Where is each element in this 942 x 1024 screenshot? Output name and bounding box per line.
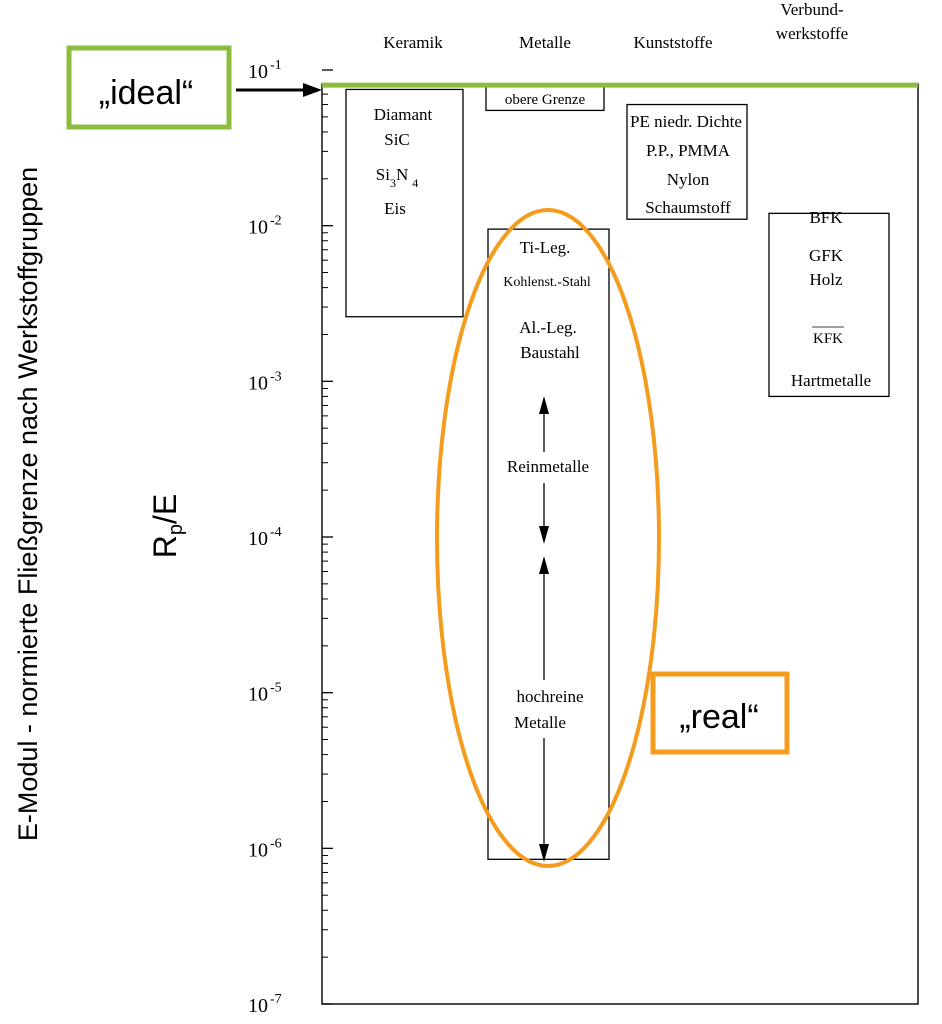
label-holz: Holz [809, 270, 843, 289]
formula-si: Si [376, 165, 390, 184]
label-al-leg: Al.-Leg. [519, 318, 577, 337]
range-box-metalle [487, 228, 610, 860]
category-label-metalle: Metalle [519, 33, 571, 52]
category-label-keramik: Keramik [383, 33, 443, 52]
label-pe-niedr-dichte: PE niedr. Dichte [630, 112, 742, 131]
category-label-kunststoffe: Kunststoffe [633, 33, 712, 52]
label-hartmetalle: Hartmetalle [791, 371, 871, 390]
label-schaumstoff: Schaumstoff [645, 198, 731, 217]
y-tick-label: 10-7 [248, 992, 282, 1017]
label-eis: Eis [384, 199, 406, 218]
label-kohlenst-stahl: Kohlenst.-Stahl [503, 275, 591, 290]
label-sic: SiC [384, 130, 410, 149]
label-bfk: BFK [809, 208, 843, 227]
y-tick-exponent: -7 [270, 992, 282, 1007]
formula-si-sub: 3 [390, 176, 396, 190]
y-tick-exponent: -6 [270, 836, 282, 851]
y-tick-label: 10-5 [248, 681, 282, 706]
y-tick-base: 10 [248, 217, 268, 239]
y-tick-base: 10 [248, 528, 268, 550]
y-axis-ticks [322, 69, 333, 1005]
ylabel-suffix: /E [147, 494, 183, 524]
label-metalle-unten: Metalle [514, 713, 566, 732]
real-label-box [650, 671, 790, 755]
formula-n-sub: 4 [412, 176, 418, 190]
arrowhead-up-1 [539, 396, 549, 414]
real-ellipse [435, 208, 661, 868]
y-tick-label: 10-6 [248, 836, 282, 861]
label-diamant: Diamant [374, 105, 433, 124]
ideal-label: „ideal“ [99, 74, 193, 112]
category-label-verbund-line1: Verbund- [780, 0, 844, 19]
arrowhead-down-1 [539, 526, 549, 544]
category-label-verbund-line2: werkstoffe [776, 24, 848, 43]
label-gfk: GFK [809, 246, 844, 265]
ylabel-p-sub: p [165, 524, 187, 535]
y-axis-title: E-Modul - normierte Fließgrenze nach Wer… [13, 167, 43, 841]
arrowhead-up-2 [539, 556, 549, 574]
y-tick-base: 10 [248, 995, 268, 1017]
y-tick-exponent: -5 [270, 681, 282, 696]
y-tick-base: 10 [248, 372, 268, 394]
range-box-kunststoffe [626, 103, 748, 220]
y-tick-base: 10 [248, 61, 268, 83]
y-tick-base: 10 [248, 839, 268, 861]
y-tick-exponent: -2 [270, 214, 282, 229]
y-tick-exponent: -1 [270, 58, 282, 73]
formula-n: N [396, 165, 408, 184]
label-baustahl: Baustahl [520, 343, 580, 362]
label-pp-pmma: P.P., PMMA [646, 141, 731, 160]
y-tick-label: 10-4 [248, 525, 282, 550]
real-label: „real“ [679, 698, 758, 736]
range-arrows [539, 396, 549, 862]
y-tick-exponent: -3 [270, 369, 282, 384]
label-kfk: KFK [813, 331, 843, 347]
ideal-label-box [66, 45, 232, 130]
ylabel-r: R [147, 535, 183, 558]
y-tick-exponent: -4 [270, 525, 282, 540]
label-ti-leg: Ti-Leg. [520, 238, 571, 257]
y-tick-base: 10 [248, 684, 268, 706]
range-box-keramik [345, 88, 464, 318]
label-nylon: Nylon [667, 170, 710, 189]
y-tick-label: 10-1 [248, 58, 282, 83]
label-reinmetalle: Reinmetalle [507, 457, 589, 476]
y-tick-label: 10-2 [248, 214, 282, 239]
y-tick-label: 10-3 [248, 369, 282, 394]
arrowhead-down-2 [539, 844, 549, 862]
ideal-arrowhead [303, 83, 322, 97]
y-axis-tick-labels: 10-110-210-310-410-510-610-7 [248, 58, 282, 1017]
label-obere-grenze: obere Grenze [505, 92, 586, 108]
y-axis-symbol-label: Rp/E [147, 494, 187, 558]
label-hochreine: hochreine [516, 687, 583, 706]
range-box-verbundwerkstoffe [768, 212, 890, 398]
